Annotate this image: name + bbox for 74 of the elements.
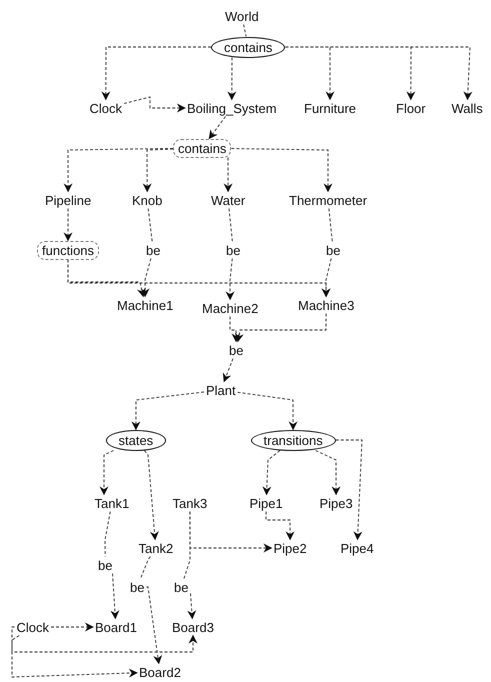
connector bbox=[184, 511, 190, 579]
connector bbox=[234, 313, 327, 342]
node-label: Plant bbox=[204, 382, 238, 398]
node-label: Thermometer bbox=[287, 192, 370, 208]
connector bbox=[64, 148, 174, 192]
connector bbox=[146, 586, 162, 664]
connector bbox=[124, 96, 186, 112]
node-label: be bbox=[324, 242, 342, 258]
node-label: Furniture bbox=[302, 100, 358, 116]
connector bbox=[12, 635, 138, 678]
connector bbox=[68, 259, 331, 298]
relation-label: functions bbox=[37, 240, 100, 260]
connector bbox=[144, 450, 159, 540]
node-label: Tank1 bbox=[92, 494, 132, 512]
node-label: Pipe4 bbox=[338, 540, 376, 556]
node-label: Machine1 bbox=[115, 296, 176, 314]
node-label: Tank3 bbox=[170, 494, 210, 512]
relation-label: contains bbox=[173, 138, 232, 158]
connector bbox=[110, 573, 120, 620]
connector bbox=[226, 258, 235, 300]
connector bbox=[315, 450, 341, 496]
relation-ellipse: transitions bbox=[250, 430, 336, 450]
connector bbox=[140, 556, 151, 579]
node-label: Machine2 bbox=[200, 300, 260, 316]
node-label: Tank2 bbox=[136, 540, 176, 556]
node-label: be bbox=[172, 578, 190, 596]
node-label: Board2 bbox=[137, 664, 183, 680]
connector bbox=[131, 392, 204, 430]
connector bbox=[187, 592, 196, 620]
connector bbox=[101, 46, 212, 100]
node-label: Boiling_System bbox=[185, 100, 279, 116]
relation-ellipse: contains bbox=[211, 36, 286, 58]
connector bbox=[243, 24, 247, 37]
connector bbox=[237, 392, 298, 430]
connector bbox=[266, 511, 295, 540]
connector bbox=[224, 157, 233, 192]
connector bbox=[148, 208, 153, 242]
node-label: be bbox=[96, 556, 114, 574]
node-label: Walls bbox=[450, 100, 485, 116]
node-label: Knob bbox=[130, 192, 164, 208]
connector bbox=[208, 116, 226, 140]
node-label: be bbox=[227, 342, 246, 358]
node-label: Board3 bbox=[170, 618, 216, 636]
connector bbox=[230, 316, 241, 342]
connector bbox=[50, 622, 94, 632]
connector bbox=[335, 440, 362, 540]
connector bbox=[64, 208, 73, 242]
node-label: be bbox=[128, 578, 146, 596]
node-label: Floor bbox=[394, 100, 428, 116]
node-label: Pipe2 bbox=[272, 540, 309, 556]
node-label: be bbox=[144, 242, 162, 258]
connector bbox=[262, 450, 280, 496]
connector bbox=[140, 258, 152, 298]
connector bbox=[222, 358, 234, 382]
node-label: Clock bbox=[88, 100, 124, 116]
node-label: Board1 bbox=[93, 618, 139, 636]
connector bbox=[142, 148, 174, 192]
node-label: Water bbox=[209, 192, 248, 208]
node-label: Pipe3 bbox=[318, 494, 355, 512]
connector bbox=[284, 46, 472, 100]
connector bbox=[12, 626, 198, 652]
relation-ellipse: states bbox=[106, 430, 166, 450]
node-label: World bbox=[223, 8, 261, 24]
node-label: Pipe1 bbox=[248, 494, 285, 512]
connector bbox=[328, 208, 333, 242]
connector bbox=[227, 57, 236, 100]
connector bbox=[228, 208, 233, 242]
node-label: be bbox=[224, 242, 242, 258]
connector bbox=[230, 148, 332, 192]
node-label: Pipeline bbox=[43, 192, 94, 208]
node-label: Clock bbox=[14, 618, 52, 636]
connector bbox=[104, 511, 111, 557]
connector bbox=[100, 450, 114, 496]
node-label: Machine3 bbox=[296, 296, 356, 314]
